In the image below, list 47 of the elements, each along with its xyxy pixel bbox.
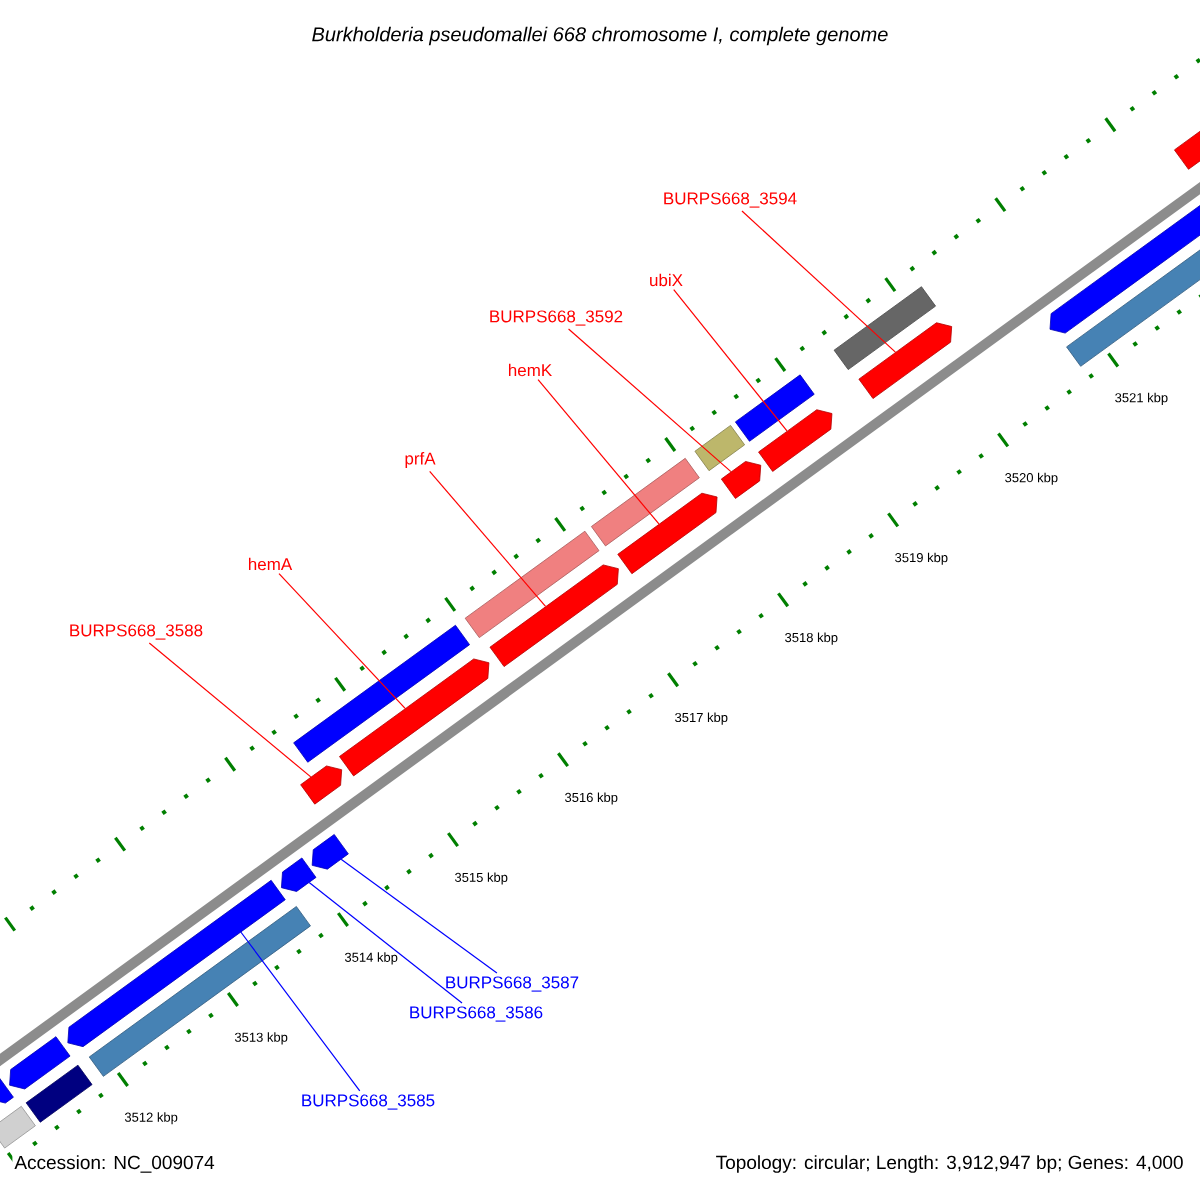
gene-block <box>67 879 286 1048</box>
gene-label: hemK <box>509 363 552 377</box>
leader-line <box>340 858 498 974</box>
gene-block <box>617 492 718 575</box>
gene-block <box>1066 247 1200 367</box>
gene-block <box>293 624 470 763</box>
leader-line <box>148 642 312 778</box>
gene-block <box>489 564 619 667</box>
gene-block <box>833 286 936 370</box>
gene-label: BURPS668_3592 <box>490 310 623 326</box>
gene-block <box>720 461 762 499</box>
gene-block <box>0 1077 14 1104</box>
gene-label: BURPS668_3588 <box>70 624 203 640</box>
leader-line <box>429 470 547 607</box>
leader-line <box>308 881 463 1004</box>
gene-label: BURPS668_3586 <box>410 1006 543 1022</box>
gene-block <box>1174 129 1200 170</box>
gene-block <box>311 834 349 870</box>
gene-block <box>694 425 746 472</box>
gene-block <box>300 765 343 805</box>
gene-block <box>339 658 490 777</box>
gene-block <box>591 457 700 547</box>
gene-label: prfA <box>405 452 436 468</box>
gene-block <box>735 374 815 442</box>
gene-block <box>281 857 317 892</box>
gene-block <box>9 1036 71 1090</box>
gene-block <box>0 1105 36 1149</box>
gene-label: hemA <box>249 557 293 571</box>
gene-block <box>1049 203 1200 334</box>
leader-line <box>537 379 660 525</box>
gene-label: BURPS668_3587 <box>446 976 579 992</box>
leader-line <box>567 328 732 473</box>
leader-line <box>741 210 896 353</box>
gene-block <box>25 1064 93 1123</box>
gene-block <box>464 530 600 638</box>
title: Burkholderia pseudomallei 668 chromosome I, complete genome <box>312 26 888 46</box>
leader-line <box>240 931 361 1092</box>
gene-block <box>758 409 833 472</box>
footer-text: Topology: circular; Length: 3,912,947 bp; Genes: 4,000 <box>713 1153 1186 1175</box>
leader-line <box>278 573 406 709</box>
leader-line <box>673 289 788 432</box>
gene-label: ubiX <box>650 273 683 287</box>
gene-block <box>88 906 311 1077</box>
gene-block <box>858 322 953 399</box>
gene-label: BURPS668_3585 <box>302 1094 435 1110</box>
footer-text: Accession: NC_009074 <box>12 1153 217 1175</box>
gene-label: BURPS668_3594 <box>664 192 797 208</box>
